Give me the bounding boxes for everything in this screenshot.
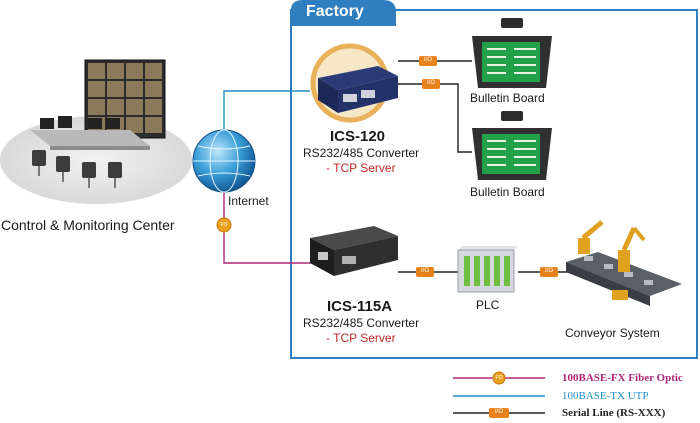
legend-fiber-label: 100BASE-FX Fiber Optic — [562, 372, 683, 384]
ics-120-desc: RS232/485 Converter — [303, 146, 420, 160]
control-center-label: Control & Monitoring Center — [1, 217, 175, 233]
io-badge — [540, 267, 558, 277]
ics-120-device-icon — [310, 43, 398, 123]
io-badge — [422, 79, 440, 89]
factory-title-tab — [291, 0, 396, 26]
internet-label: Internet — [228, 194, 269, 208]
legend-io-badge-text: I/O — [494, 409, 503, 415]
bulletin-board-bottom-label: Bulletin Board — [470, 185, 545, 199]
factory-title: Factory — [306, 3, 364, 20]
fo-badge — [216, 217, 232, 233]
legend-io-badge — [489, 408, 509, 418]
io-badge-text: I/O — [426, 80, 435, 86]
ics-120-role: - TCP Server — [326, 161, 396, 175]
ics-115a-device-icon — [310, 226, 398, 276]
fiber-link-internet-ics115a — [223, 192, 312, 264]
legend-utp-label: 100BASE-TX UTP — [562, 390, 649, 402]
factory-boundary — [290, 9, 698, 359]
io-badge-text: I/O — [423, 57, 432, 63]
serial-link-ics120-bulletin-bottom — [398, 83, 472, 153]
legend-fo-badge — [492, 371, 506, 385]
conveyor-system-icon — [566, 220, 682, 306]
io-badge — [416, 267, 434, 277]
internet-globe-icon — [192, 129, 256, 193]
ics-115a-role: - TCP Server — [326, 331, 396, 345]
legend-serial-label: Serial Line (RS-XXX) — [562, 407, 666, 419]
bulletin-board-bottom-icon — [472, 111, 552, 180]
utp-link-internet-ics120 — [223, 90, 310, 130]
ics-120-model: ICS-120 — [330, 128, 386, 145]
legend-fo-badge-text: FO — [495, 375, 503, 381]
control-center-illustration — [0, 59, 192, 204]
bulletin-board-top-label: Bulletin Board — [470, 91, 545, 105]
ics-115a-model: ICS-115A — [327, 298, 393, 315]
plc-device-icon — [457, 246, 518, 293]
io-badge-text: I/O — [420, 268, 429, 274]
ics-115a-desc: RS232/485 Converter — [303, 316, 420, 330]
conveyor-label: Conveyor System — [565, 326, 660, 340]
fo-badge-text: FO — [220, 222, 228, 228]
plc-label: PLC — [476, 298, 500, 312]
bulletin-board-top-icon — [472, 18, 552, 88]
io-badge-text: I/O — [544, 268, 553, 274]
io-badge — [419, 56, 437, 66]
